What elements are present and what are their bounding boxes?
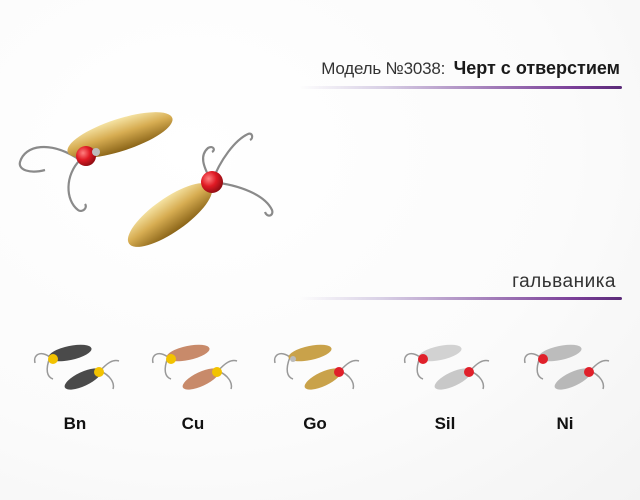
- jig-right: [127, 132, 274, 247]
- jig-pair-icon: [403, 344, 490, 390]
- variant-sil-image: [385, 335, 505, 405]
- model-number: Модель №3038:: [321, 59, 446, 78]
- variant-sil-label: Sil: [434, 414, 456, 433]
- jig-pair-icon: [151, 344, 238, 390]
- galvanic-section-label: гальваника: [512, 271, 616, 292]
- variant-cu-label: Cu: [181, 414, 205, 433]
- jig-pair-icon: [523, 344, 610, 390]
- jig-pair-icon: [273, 344, 360, 390]
- variant-ni-image: [505, 335, 625, 405]
- title-divider: [300, 86, 622, 89]
- jig-left: [18, 112, 173, 212]
- variant-go-image: [255, 335, 375, 405]
- section-divider: [300, 297, 622, 300]
- variant-bn-image: [15, 335, 135, 405]
- model-name: Черт с отверстием: [453, 58, 620, 78]
- hero-jig-image: [18, 112, 274, 247]
- variant-ni-label: Ni: [556, 414, 574, 433]
- variant-cu-image: [133, 335, 253, 405]
- product-title: Модель №3038: Черт с отверстием: [321, 58, 620, 79]
- jig-pair-icon: [33, 344, 120, 390]
- variant-go-label: Go: [303, 414, 327, 433]
- variant-bn-label: Bn: [63, 414, 87, 433]
